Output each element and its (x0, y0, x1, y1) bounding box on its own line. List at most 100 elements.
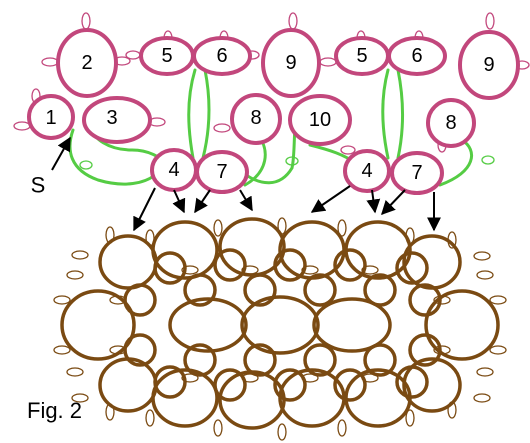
pattern-picot (337, 219, 347, 237)
ring-7 (195, 150, 249, 194)
pattern-picot (447, 231, 457, 249)
pattern-small-ring (333, 368, 367, 402)
pattern-picot (361, 265, 379, 275)
lace-pattern (53, 217, 507, 441)
pattern-picot (277, 217, 287, 235)
pattern-ring (312, 297, 392, 353)
ring-label: 6 (216, 45, 227, 67)
pattern-small-ring (408, 283, 442, 317)
pattern-ring (240, 295, 320, 355)
ring-label: 6 (411, 45, 422, 67)
ring-label: 8 (250, 107, 261, 129)
pattern-picot (241, 265, 259, 275)
pattern-picot (476, 367, 494, 377)
pattern-picot (145, 229, 155, 247)
pattern-small-ring (243, 273, 277, 307)
pattern-small-ring (363, 343, 397, 377)
start-arrow (51, 136, 71, 171)
pattern-small-ring (363, 273, 397, 307)
connector-arrows (133, 185, 441, 232)
ring-3 (82, 96, 152, 144)
pattern-ring (402, 234, 462, 290)
ring-label: 1 (45, 107, 56, 129)
ring-8b (426, 98, 476, 148)
pattern-small-ring (395, 365, 429, 399)
chain-picot-3 (481, 155, 495, 165)
pattern-picot (337, 419, 347, 437)
pattern-small-ring (273, 248, 307, 282)
ring-label: 7 (411, 162, 422, 184)
pattern-small-ring (153, 251, 187, 285)
chain-6b-down-b (396, 68, 404, 160)
ring-6b (387, 36, 447, 76)
ring-label: 7 (216, 161, 227, 183)
pattern-picot (71, 393, 89, 403)
ring-label: 3 (106, 107, 117, 129)
pattern-small-ring (213, 248, 247, 282)
pattern-picot (71, 250, 89, 260)
pattern-ring (60, 289, 136, 361)
pattern-small-ring (123, 333, 157, 367)
pattern-small-ring (303, 343, 337, 377)
ring-label: 5 (356, 45, 367, 67)
pattern-picot (433, 295, 451, 305)
pattern-picot (473, 393, 491, 403)
ring-label: 9 (483, 54, 494, 76)
pattern-picot (277, 423, 287, 441)
ring-8 (230, 93, 282, 145)
pattern-small-ring (183, 273, 217, 307)
pattern-picot (53, 295, 71, 305)
pattern-picot (301, 265, 319, 275)
pattern-picot (109, 345, 127, 355)
ring-7b (390, 151, 444, 195)
pattern-picot (405, 227, 415, 245)
pattern-small-ring (395, 251, 429, 285)
chain-6-down (187, 68, 197, 160)
pattern-small-ring (213, 368, 247, 402)
pattern-picot (213, 419, 223, 437)
pattern-picot (181, 373, 199, 383)
pattern-picot (66, 367, 84, 377)
pattern-picot (105, 226, 115, 244)
ring-4b (343, 149, 391, 193)
ring-10 (288, 94, 352, 146)
ring-6 (192, 36, 252, 76)
pattern-ring (151, 220, 219, 280)
ring-label: 10 (309, 109, 331, 131)
pattern-small-ring (408, 333, 442, 367)
pattern-small-ring (303, 273, 337, 307)
pattern-picot (181, 265, 199, 275)
pattern-ring (168, 297, 248, 353)
pattern-picot (433, 345, 451, 355)
pattern-small-ring (243, 343, 277, 377)
figure-caption: Fig. 2 (27, 398, 82, 423)
pattern-ring (98, 357, 158, 413)
ring-1 (27, 94, 75, 140)
ring-label: 9 (285, 52, 296, 74)
pattern-picot (53, 345, 71, 355)
pattern-ring (151, 368, 219, 428)
pattern-picot (489, 345, 507, 355)
ring-label: 8 (445, 112, 456, 134)
chain-8b-to-7b (438, 138, 473, 187)
pattern-small-ring (273, 368, 307, 402)
chain-picot-2 (285, 156, 299, 166)
ring-2 (56, 28, 118, 98)
ring-label: 5 (161, 45, 172, 67)
ring-labels: 2 1 3 5 6 9 8 10 4 7 5 6 9 8 4 7 (45, 45, 494, 184)
chain-6b-down (381, 68, 390, 160)
pattern-picot (447, 401, 457, 419)
pattern-ring (278, 368, 346, 428)
pattern-picot (301, 373, 319, 383)
rings (13, 12, 530, 195)
pattern-picot (241, 373, 259, 383)
ring-label: 2 (81, 52, 92, 74)
pattern-picot (489, 295, 507, 305)
ring-9 (261, 28, 321, 98)
pattern-picot (473, 251, 491, 261)
pattern-picot (66, 270, 84, 280)
ring-label: 4 (168, 159, 179, 181)
pattern-picot (405, 409, 415, 427)
pattern-picot (105, 403, 115, 421)
